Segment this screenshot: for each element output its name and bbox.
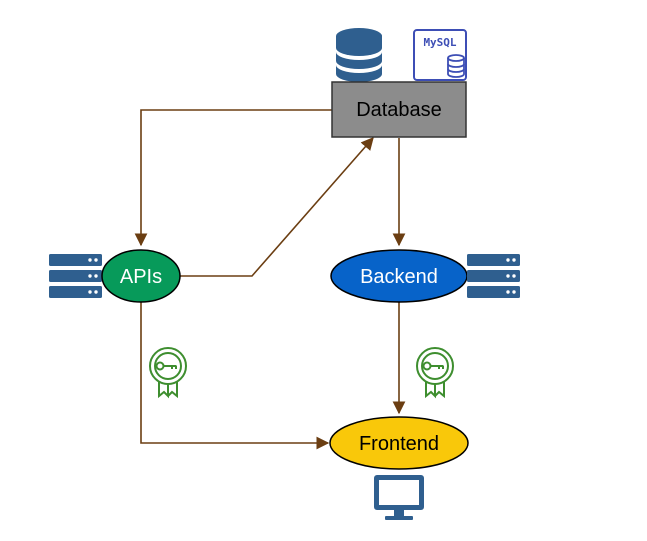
apis-node[interactable]: APIs [101, 249, 181, 303]
edge-database-to-apis [134, 109, 332, 247]
monitor-icon [374, 475, 424, 520]
database-label: Database [356, 99, 442, 121]
edge-apis-to-frontend [140, 300, 330, 450]
frontend-label: Frontend [359, 433, 439, 455]
certificate-key-icon [149, 347, 187, 399]
edges [134, 109, 406, 450]
server-rack-icon [49, 254, 102, 298]
edge-apis-to-database [180, 137, 374, 277]
apis-label: APIs [120, 266, 162, 288]
backend-label: Backend [360, 266, 438, 288]
backend-node[interactable]: Backend [330, 249, 468, 303]
database-stack-icon [336, 28, 382, 82]
mysql-label: MySQL [423, 36, 456, 49]
mysql-logo-icon: MySQL [413, 29, 467, 81]
frontend-node[interactable]: Frontend [329, 416, 469, 470]
certificate-key-icon [416, 347, 454, 399]
server-rack-icon [467, 254, 520, 298]
database-node[interactable]: Database [331, 81, 467, 138]
